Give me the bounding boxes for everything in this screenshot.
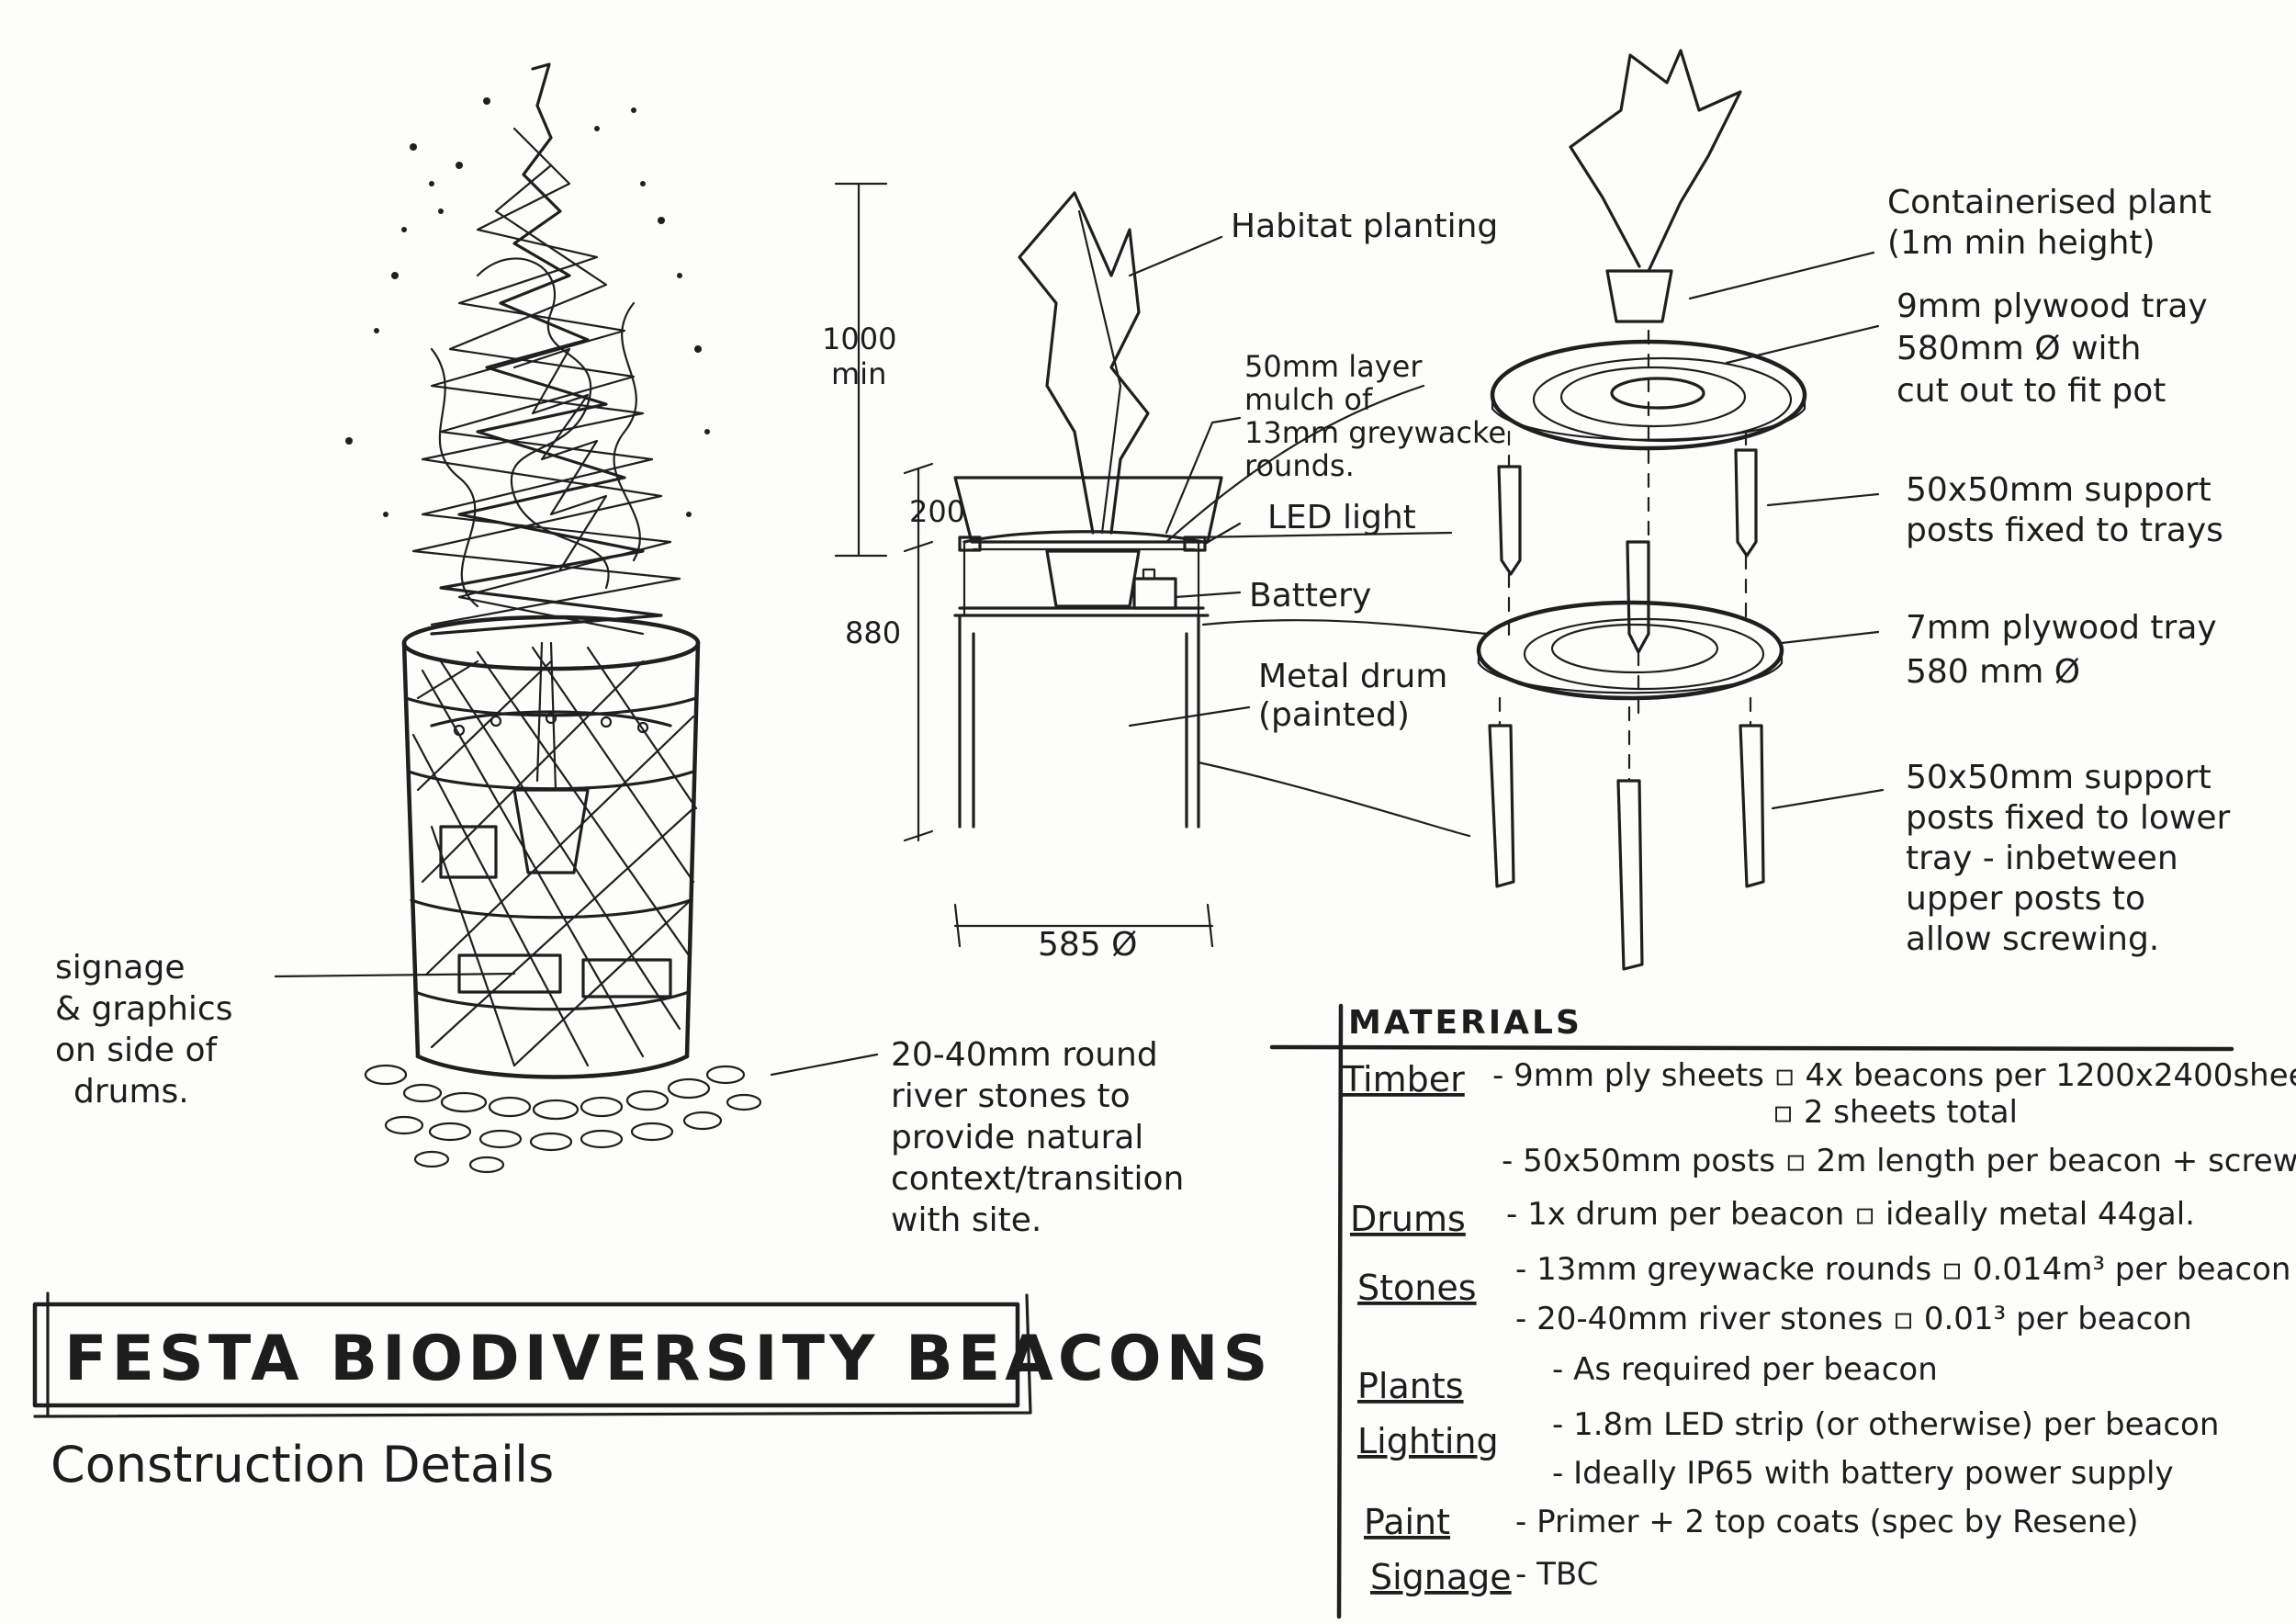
- material-line: - TBC: [1515, 1556, 1598, 1593]
- battery-box: [1132, 577, 1177, 610]
- material-category-signage: Signage: [1370, 1557, 1512, 1597]
- page-title: FESTA BIODIVERSITY BEACONS: [64, 1323, 1272, 1395]
- stones-leader: [770, 1053, 879, 1077]
- materials-rows: Timber - 9mm ply sheets ▫ 4x beacons per…: [1342, 1057, 2296, 1597]
- dim-585: 585 Ø: [1038, 926, 1138, 964]
- dim-1000: 1000: [822, 321, 896, 356]
- battery-label: Battery: [1249, 577, 1371, 615]
- dim-880: 880: [845, 615, 901, 650]
- containerised-plant: [1569, 49, 1742, 273]
- stones-label: 20-40mm round river stones to provide na…: [891, 1036, 1195, 1239]
- materials-heading: MATERIALS: [1348, 1004, 1582, 1042]
- material-line: - As required per beacon: [1552, 1351, 1938, 1388]
- mulch-label: 50mm layer mulch of 13mm greywacke round…: [1244, 349, 1515, 483]
- habitat-plant: [1018, 191, 1150, 535]
- title-block: [32, 1291, 1032, 1418]
- material-line: - Ideally IP65 with battery power supply: [1552, 1455, 2174, 1492]
- upper-posts: [1497, 448, 1758, 654]
- dim-200: 200: [909, 494, 965, 529]
- led-light-label: LED light: [1267, 499, 1416, 536]
- plant-pot: [1605, 269, 1673, 323]
- drum: [401, 615, 701, 1079]
- page-subtitle: Construction Details: [51, 1436, 554, 1494]
- foliage-dots: [345, 97, 710, 517]
- lower-tray-label: 7mm plywood tray 580 mm Ø: [1906, 609, 2227, 691]
- upper-tray-label: 9mm plywood tray 580mm Ø with cut out to…: [1896, 288, 2218, 410]
- material-category-plants: Plants: [1357, 1366, 1464, 1406]
- river-stones: [364, 1064, 762, 1174]
- tree-foliage: [345, 62, 710, 636]
- material-line: - 50x50mm posts ▫ 2m length per beacon +…: [1502, 1143, 2296, 1179]
- material-category-paint: Paint: [1364, 1502, 1450, 1542]
- material-line: ▫ 2 sheets total: [1773, 1094, 2018, 1131]
- material-line: - 9mm ply sheets ▫ 4x beacons per 1200x2…: [1492, 1057, 2296, 1094]
- exploded-drawing: [1476, 49, 1885, 971]
- material-category-drums: Drums: [1350, 1199, 1466, 1239]
- perspective-sketch: [274, 62, 879, 1174]
- materials-table-frame: [1269, 1003, 2234, 1619]
- signage-leader: [274, 972, 516, 978]
- containerised-plant-label: Containerised plant (1m min height): [1887, 184, 2222, 262]
- material-line: - 13mm greywacke rounds ▫ 0.014m³ per be…: [1515, 1251, 2290, 1288]
- section-drawing: [834, 182, 1490, 948]
- metal-drum-label: Metal drum (painted): [1258, 658, 1458, 734]
- dim-min: min: [831, 356, 886, 391]
- material-line: - 20-40mm river stones ▫ 0.01³ per beaco…: [1515, 1301, 2192, 1337]
- habitat-planting-label: Habitat planting: [1231, 208, 1498, 245]
- material-line: - 1.8m LED strip (or otherwise) per beac…: [1552, 1406, 2219, 1443]
- material-category-stones: Stones: [1357, 1268, 1477, 1308]
- material-line: - 1x drum per beacon ▫ ideally metal 44g…: [1506, 1196, 2195, 1233]
- lower-posts: [1488, 724, 1765, 971]
- lower-posts-label: 50x50mm support posts fixed to lower tra…: [1906, 759, 2241, 958]
- lower-tray: [1476, 600, 1784, 701]
- material-category-lighting: Lighting: [1357, 1421, 1499, 1461]
- upper-posts-label: 50x50mm support posts fixed to trays: [1906, 471, 2223, 549]
- material-category-timber: Timber: [1342, 1059, 1465, 1100]
- signage-label: signage & graphics on side of drums.: [55, 949, 243, 1111]
- material-line: - Primer + 2 top coats (spec by Resene): [1515, 1504, 2139, 1540]
